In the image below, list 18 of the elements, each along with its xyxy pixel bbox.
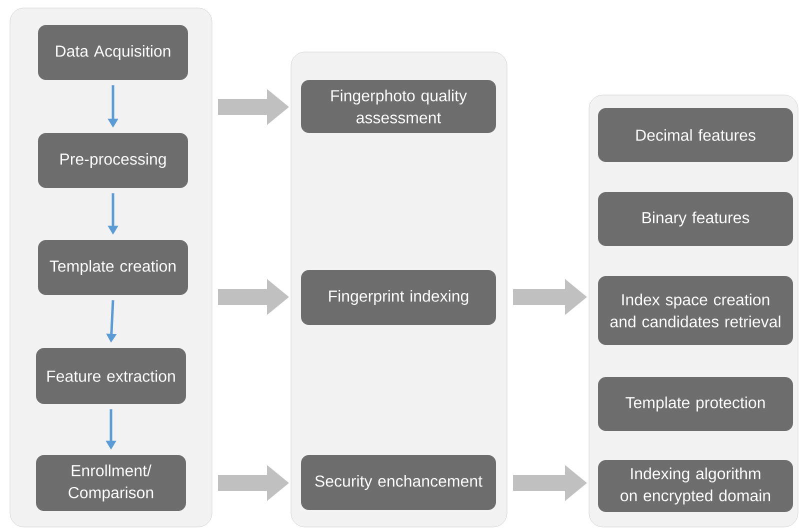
process-box: Pre-processing [38, 133, 188, 188]
process-box: Security enchancement [301, 455, 496, 510]
block-arrow [218, 89, 289, 125]
process-box: Data Acquisition [38, 25, 188, 80]
process-box: Index space creation and candidates retrieval [598, 276, 794, 345]
process-box: Enrollment/ Comparison [36, 455, 186, 511]
process-box: Indexing algorithm on encrypted domain [598, 460, 794, 512]
process-box: Decimal features [598, 108, 794, 162]
process-box: Feature extraction [36, 348, 186, 404]
process-box: Binary features [598, 192, 794, 246]
block-arrow [513, 279, 588, 315]
process-box: Fingerprint indexing [301, 270, 496, 325]
block-arrow [218, 465, 289, 501]
process-box: Template protection [598, 377, 794, 431]
block-arrow [513, 465, 588, 501]
process-box: Template creation [38, 240, 188, 295]
block-arrow [218, 279, 289, 315]
process-box: Fingerphoto quality assessment [301, 80, 496, 133]
